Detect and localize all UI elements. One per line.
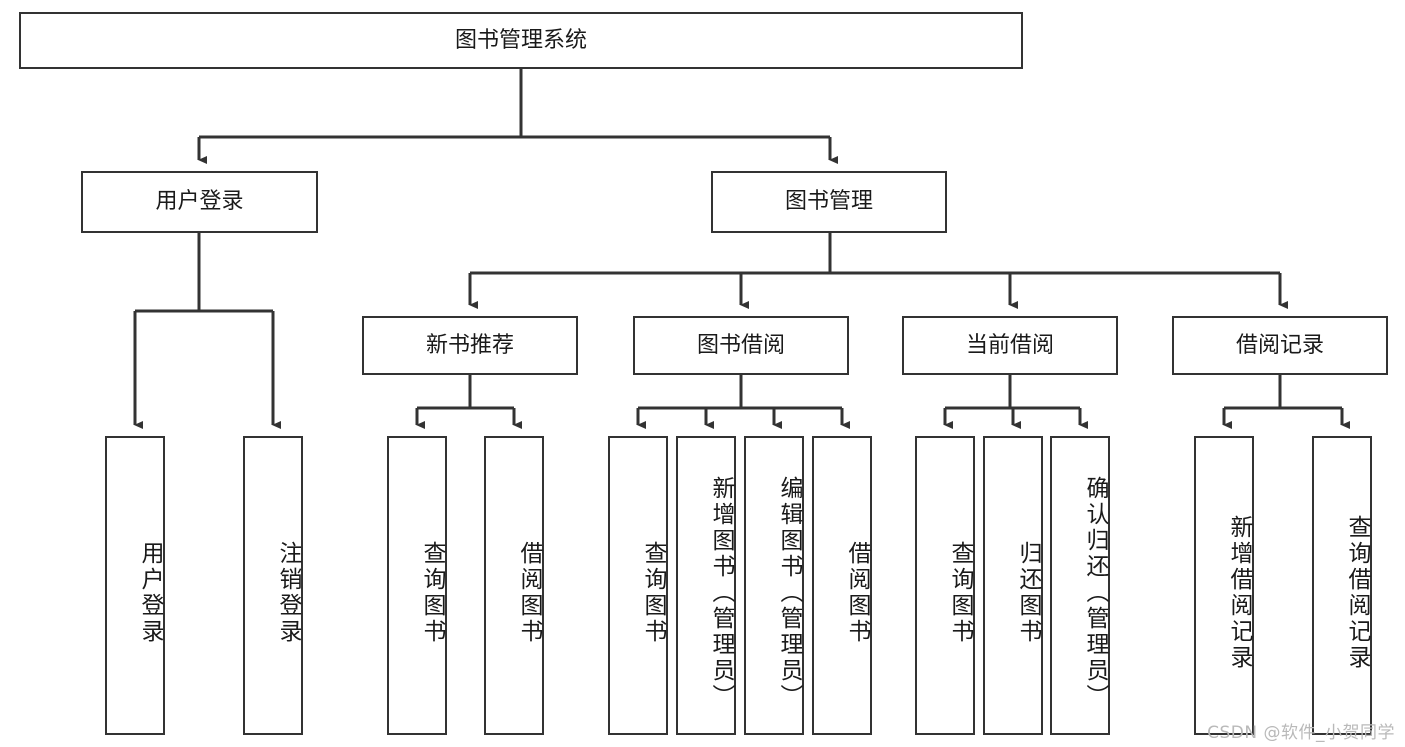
watermark-text: CSDN @软件_小贺同学 bbox=[1207, 723, 1395, 743]
node-leaf-query-book-1[interactable]: 查询图书 bbox=[387, 436, 447, 735]
node-leaf-borrow-book-2[interactable]: 借阅图书 bbox=[812, 436, 872, 735]
node-book-manage[interactable]: 图书管理 bbox=[711, 171, 947, 233]
node-leaf-confirm-return[interactable]: 确认归还（管理员） bbox=[1050, 436, 1110, 735]
node-book-borrow[interactable]: 图书借阅 bbox=[633, 316, 849, 375]
node-leaf-borrow-book-2-label: 借阅图书 bbox=[844, 540, 870, 645]
node-leaf-user-login[interactable]: 用户登录 bbox=[105, 436, 165, 735]
node-leaf-query-borrow-record-label: 查询借阅记录 bbox=[1344, 514, 1370, 671]
node-leaf-query-book-2-label: 查询图书 bbox=[640, 540, 666, 645]
node-borrow-record-label: 借阅记录 bbox=[1235, 332, 1324, 358]
node-leaf-edit-book[interactable]: 编辑图书（管理员） bbox=[744, 436, 804, 735]
node-leaf-user-logout[interactable]: 注销登录 bbox=[243, 436, 303, 735]
node-leaf-query-book-3-label: 查询图书 bbox=[947, 540, 973, 645]
node-leaf-add-borrow-record-label: 新增借阅记录 bbox=[1226, 514, 1252, 671]
node-user-login[interactable]: 用户登录 bbox=[81, 171, 318, 233]
node-leaf-edit-book-label: 编辑图书（管理员） bbox=[776, 475, 802, 710]
node-leaf-add-book[interactable]: 新增图书（管理员） bbox=[676, 436, 736, 735]
node-book-manage-label: 图书管理 bbox=[784, 189, 873, 215]
node-leaf-add-book-label: 新增图书（管理员） bbox=[708, 475, 734, 710]
node-leaf-user-login-label: 用户登录 bbox=[137, 540, 163, 645]
node-leaf-confirm-return-label: 确认归还（管理员） bbox=[1082, 475, 1108, 710]
node-leaf-return-book-label: 归还图书 bbox=[1015, 540, 1041, 645]
node-root[interactable]: 图书管理系统 bbox=[19, 12, 1023, 69]
node-user-login-label: 用户登录 bbox=[155, 189, 244, 215]
node-leaf-query-borrow-record[interactable]: 查询借阅记录 bbox=[1312, 436, 1372, 735]
node-leaf-query-book-3[interactable]: 查询图书 bbox=[915, 436, 975, 735]
node-leaf-return-book[interactable]: 归还图书 bbox=[983, 436, 1043, 735]
node-current-borrow-label: 当前借阅 bbox=[965, 332, 1054, 358]
node-leaf-query-book-2[interactable]: 查询图书 bbox=[608, 436, 668, 735]
node-current-borrow[interactable]: 当前借阅 bbox=[902, 316, 1118, 375]
node-leaf-add-borrow-record[interactable]: 新增借阅记录 bbox=[1194, 436, 1254, 735]
node-borrow-record[interactable]: 借阅记录 bbox=[1172, 316, 1388, 375]
node-new-book-recommend-label: 新书推荐 bbox=[425, 332, 514, 358]
node-leaf-borrow-book-1-label: 借阅图书 bbox=[516, 540, 542, 645]
node-new-book-recommend[interactable]: 新书推荐 bbox=[362, 316, 578, 375]
node-leaf-query-book-1-label: 查询图书 bbox=[419, 540, 445, 645]
node-book-borrow-label: 图书借阅 bbox=[696, 332, 785, 358]
node-root-label: 图书管理系统 bbox=[454, 27, 587, 53]
node-leaf-borrow-book-1[interactable]: 借阅图书 bbox=[484, 436, 544, 735]
node-leaf-user-logout-label: 注销登录 bbox=[275, 540, 301, 645]
